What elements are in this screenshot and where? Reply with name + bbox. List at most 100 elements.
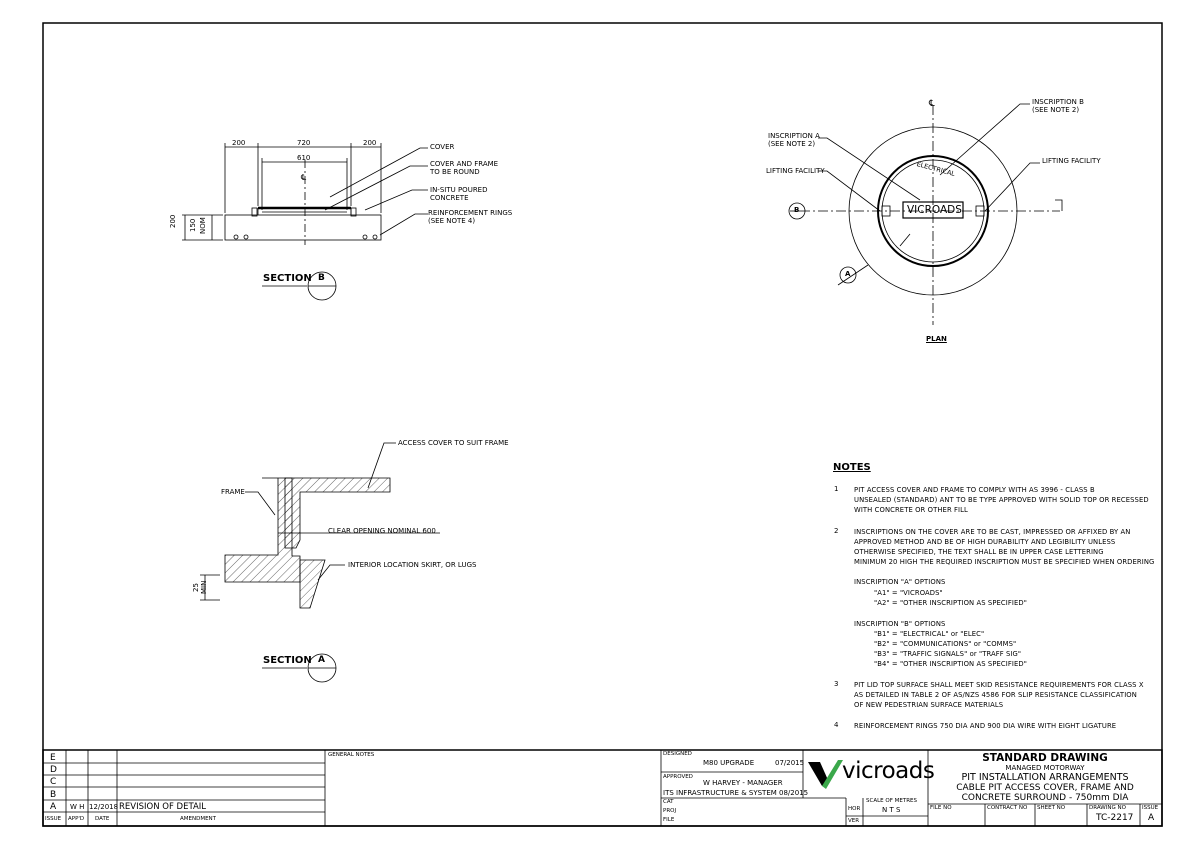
approved-org: ITS INFRASTRUCTURE & SYSTEM 08/2015 <box>663 789 809 797</box>
designed-value: M80 UPGRADE <box>703 759 755 767</box>
note-3-line-2: AS DETAILED IN TABLE 2 OF AS/NZS 4586 FO… <box>854 691 1137 699</box>
plan-title: PLAN <box>926 335 947 343</box>
rev-letter-e: E <box>50 753 56 763</box>
note-1-line-3: WITH CONCRETE OR OTHER FILL <box>854 506 968 514</box>
plan-marker-a: A <box>845 270 851 278</box>
file-no-label: FILE NO <box>930 805 952 811</box>
scale-label: SCALE OF METRES <box>866 798 917 804</box>
note-insc-b2: "B2" = "COMMUNICATIONS" or "COMMS" <box>874 640 1017 648</box>
std-drawing-subtitle: MANAGED MOTORWAY <box>1005 764 1085 772</box>
note-2-line-3: OTHERWISE SPECIFIED, THE TEXT SHALL BE I… <box>854 548 1104 556</box>
approved-value: W HARVEY - MANAGER <box>703 779 783 787</box>
plan-drawing <box>788 103 1063 325</box>
dim-min: MIN <box>200 580 208 594</box>
dim-150: 150 <box>189 218 197 232</box>
callout-inscription-a: INSCRIPTION A <box>768 132 820 140</box>
callout-lifting-right: LIFTING FACILITY <box>1042 157 1101 165</box>
rev-header-issue: ISSUE <box>45 816 62 822</box>
section-a-letter: A <box>318 655 325 665</box>
callout-frame: FRAME <box>221 488 245 496</box>
section-a-title: SECTION <box>263 655 312 666</box>
issue-value: A <box>1148 813 1155 823</box>
callout-inscription-b: INSCRIPTION B <box>1032 98 1084 106</box>
std-drawing-title: STANDARD DRAWING <box>982 752 1108 764</box>
issue-label: ISSUE <box>1142 805 1159 811</box>
dim-610: 610 <box>297 154 311 162</box>
callout-cover-frame: COVER AND FRAME <box>430 160 499 168</box>
notes-heading: NOTES <box>833 462 871 473</box>
note-2-line-4: MINIMUM 20 HIGH THE REQUIRED INSCRIPTION… <box>854 558 1155 566</box>
note-1-line-2: UNSEALED (STANDARD) ANT TO BE TYPE APPRO… <box>854 496 1149 504</box>
callout-inscription-b-note: (SEE NOTE 2) <box>1032 106 1080 114</box>
callout-access-cover: ACCESS COVER TO SUIT FRAME <box>398 439 509 447</box>
general-notes-label: GENERAL NOTES <box>328 752 375 758</box>
callout-concrete: CONCRETE <box>430 194 469 202</box>
rev-header-date: DATE <box>95 816 110 822</box>
drawing-title-2: CABLE PIT ACCESS COVER, FRAME AND <box>956 783 1134 793</box>
note-insc-b1: "B1" = "ELECTRICAL" or "ELEC" <box>874 630 985 638</box>
rev-a-date: 12/2018 <box>89 803 119 811</box>
callout-reinforcement: REINFORCEMENT RINGS <box>428 209 513 217</box>
scale-value: N T S <box>882 806 901 814</box>
note-2-line-1: INSCRIPTIONS ON THE COVER ARE TO BE CAST… <box>854 528 1131 536</box>
note-insc-b-title: INSCRIPTION "B" OPTIONS <box>854 620 946 628</box>
note-3-line-3: OF NEW PEDESTRIAN SURFACE MATERIALS <box>854 701 1004 709</box>
proj-label: PROJ <box>663 808 677 814</box>
plan-centerline: ℄ <box>929 99 935 109</box>
section-b-letter: B <box>318 273 325 283</box>
designed-date: 07/2015 <box>775 759 805 767</box>
rev-letter-c: C <box>50 777 57 787</box>
drawing-no-label: DRAWING NO <box>1089 805 1126 811</box>
section-b-drawing <box>182 143 428 301</box>
section-a-drawing <box>200 442 440 683</box>
note-num-4: 4 <box>834 721 839 729</box>
rev-header-amendment: AMENDMENT <box>180 816 217 822</box>
vicroads-logo-mark <box>808 760 843 789</box>
section-b-title: SECTION <box>263 273 312 284</box>
rev-a-amendment: REVISION OF DETAIL <box>119 802 207 812</box>
centerline-symbol: ℄ <box>301 173 307 182</box>
dim-nom-label: NOM <box>199 217 207 234</box>
note-4-line-1: REINFORCEMENT RINGS 750 DIA AND 900 DIA … <box>854 722 1117 730</box>
note-insc-a2: "A2" = "OTHER INSCRIPTION AS SPECIFIED" <box>874 599 1027 607</box>
callout-round: TO BE ROUND <box>430 168 480 176</box>
approved-label: APPROVED <box>663 774 693 780</box>
file-label: FILE <box>663 817 675 823</box>
note-num-2: 2 <box>834 527 839 535</box>
callout-cover: COVER <box>430 143 455 151</box>
cat-label: CAT <box>663 799 674 805</box>
callout-skirt: INTERIOR LOCATION SKIRT, OR LUGS <box>348 561 477 569</box>
dim-200-height: 200 <box>169 214 177 228</box>
dim-720: 720 <box>297 139 311 147</box>
title-block-lines <box>42 749 1163 827</box>
scale-hor-label: HOR <box>848 806 861 812</box>
note-insc-b4: "B4" = "OTHER INSCRIPTION AS SPECIFIED" <box>874 660 1027 668</box>
dim-200-left: 200 <box>232 139 246 147</box>
cover-vicroads-text: VICROADS <box>907 204 962 216</box>
vicroads-logo-text: vicroads <box>842 758 935 784</box>
contract-no-label: CONTRACT NO <box>987 805 1028 811</box>
callout-insitu: IN-SITU POURED <box>430 186 488 194</box>
note-num-1: 1 <box>834 485 839 493</box>
rev-letter-a: A <box>50 802 57 812</box>
drawing-no-value: TC-2217 <box>1096 813 1134 823</box>
drawing-title-1: PIT INSTALLATION ARRANGEMENTS <box>961 772 1129 783</box>
rev-letter-d: D <box>50 765 57 775</box>
callout-see-note-4: (SEE NOTE 4) <box>428 217 476 225</box>
note-3-line-1: PIT LID TOP SURFACE SHALL MEET SKID RESI… <box>854 681 1144 689</box>
rev-a-approved: W H <box>70 803 85 811</box>
note-num-3: 3 <box>834 680 839 688</box>
designed-label: DESIGNED <box>663 751 692 757</box>
callout-clear-opening: CLEAR OPENING NOMINAL 600 <box>328 527 436 535</box>
note-insc-b3: "B3" = "TRAFFIC SIGNALS" or "TRAFF SIG" <box>874 650 1022 658</box>
note-2-line-2: APPROVED METHOD AND BE OF HIGH DURABILIT… <box>854 538 1116 546</box>
scale-ver-label: VER <box>848 818 860 824</box>
callout-lifting-left: LIFTING FACILITY <box>766 167 825 175</box>
note-insc-a1: "A1" = "VICROADS" <box>874 589 943 597</box>
sheet-no-label: SHEET NO <box>1037 805 1066 811</box>
note-insc-a-title: INSCRIPTION "A" OPTIONS <box>854 578 946 586</box>
plan-marker-b: B <box>794 206 800 214</box>
callout-inscription-a-note: (SEE NOTE 2) <box>768 140 816 148</box>
note-1-line-1: PIT ACCESS COVER AND FRAME TO COMPLY WIT… <box>854 486 1095 494</box>
